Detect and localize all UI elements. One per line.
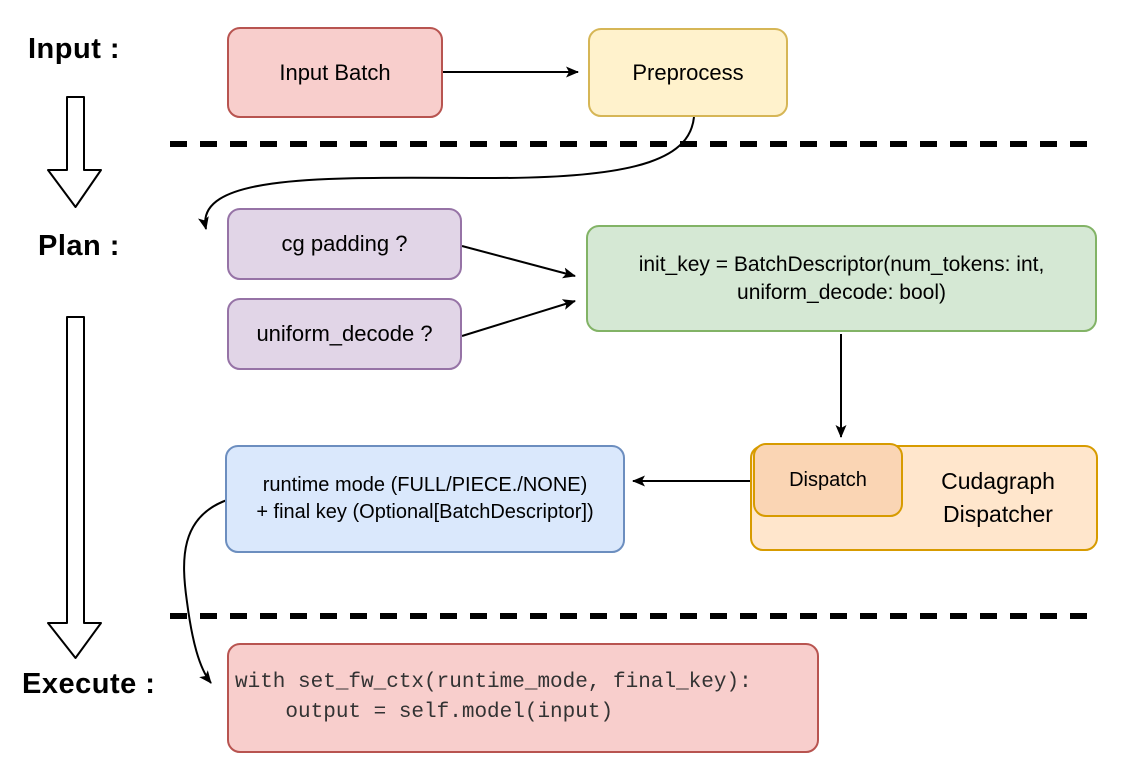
- node-dispatch-label: Dispatch: [789, 468, 867, 491]
- node-init-key: init_key = BatchDescriptor(num_tokens: i…: [586, 225, 1097, 332]
- node-uniform-decode-label: uniform_decode ?: [256, 321, 433, 346]
- node-execute-code-line1: with set_fw_ctx(runtime_mode, final_key)…: [235, 671, 752, 694]
- connector-uniformdecode-initkey: [461, 299, 576, 337]
- node-execute-code-line2: output = self.model(input): [235, 701, 614, 724]
- node-init-key-line1: init_key = BatchDescriptor(num_tokens: i…: [638, 252, 1045, 276]
- node-uniform-decode: uniform_decode ?: [227, 298, 462, 370]
- stage-label-execute: Execute :: [22, 668, 156, 700]
- node-init-key-line2: uniform_decode: bool): [737, 280, 946, 304]
- stage-down-arrow-plan: [47, 316, 102, 659]
- node-runtime-mode: runtime mode (FULL/PIECE./NONE) + final …: [225, 445, 625, 553]
- node-execute-code: with set_fw_ctx(runtime_mode, final_key)…: [227, 643, 819, 753]
- node-cudagraph-dispatcher-line1: Cudagraph: [941, 468, 1055, 494]
- node-input-batch: Input Batch: [227, 27, 443, 118]
- stage-label-input: Input :: [28, 33, 121, 65]
- node-cg-padding: cg padding ?: [227, 208, 462, 280]
- node-runtime-mode-line1: runtime mode (FULL/PIECE./NONE): [262, 474, 588, 496]
- connector-runtimemode-executecode: [183, 499, 228, 684]
- node-preprocess: Preprocess: [588, 28, 788, 117]
- node-dispatch: Dispatch: [753, 443, 903, 517]
- stage-label-plan: Plan :: [38, 230, 120, 262]
- stage-down-arrow-input: [47, 96, 102, 208]
- node-runtime-mode-line2: + final key (Optional[BatchDescriptor]): [256, 501, 594, 523]
- node-cg-padding-label: cg padding ?: [281, 231, 408, 256]
- node-preprocess-label: Preprocess: [632, 59, 744, 85]
- connector-preprocess-cgpadding: [198, 116, 695, 230]
- connector-cgpadding-initkey: [461, 245, 576, 279]
- node-cudagraph-dispatcher-label: Cudagraph Dispatcher: [912, 447, 1084, 549]
- node-input-batch-label: Input Batch: [279, 59, 391, 85]
- node-cudagraph-dispatcher-line2: Dispatcher: [943, 501, 1053, 527]
